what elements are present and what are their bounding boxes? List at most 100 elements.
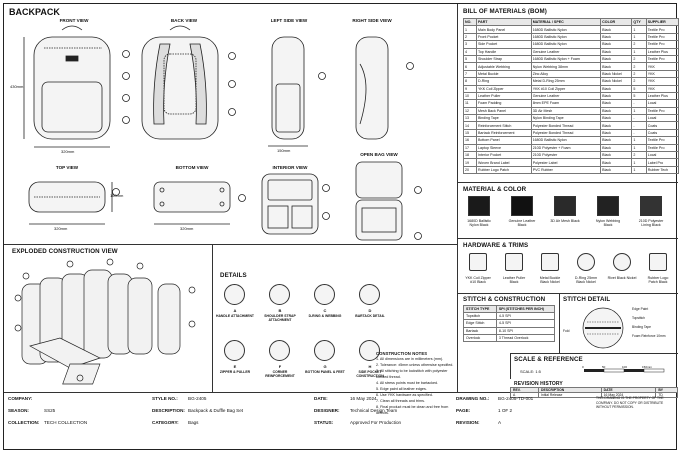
hardware-label: Leather Puller Black	[502, 276, 526, 285]
revision-title: REVISION HISTORY	[514, 381, 563, 387]
tb-date: DATE:16 May 2024	[314, 396, 377, 401]
bom-cell: Mesh Back Panel	[475, 106, 532, 116]
bom-header: NO.	[463, 17, 477, 27]
bom-cell: PVC Rubber	[530, 165, 602, 175]
bom-cell: Main Body Panel	[475, 25, 532, 34]
bom-cell: 2	[631, 69, 647, 79]
detail-label: HANDLE ATTACHMENT	[216, 314, 254, 318]
detail-circle	[359, 284, 380, 305]
stitch-cell: 8-10 SPI	[495, 326, 556, 335]
tb-status-value: Approved For Production	[350, 420, 402, 425]
dim-top-width: 320mm	[54, 226, 68, 231]
stitch-cell: Topstitch	[463, 312, 497, 321]
tb-desc: DESCRIPTION:Backpack & Duffle Bag Set	[152, 408, 243, 413]
bom-cell: YKK Coil Zipper	[475, 84, 532, 93]
detail-circle	[314, 340, 335, 361]
bom-cell: Black	[600, 114, 633, 123]
bom-cell: 15	[463, 128, 477, 138]
top-view-label: TOP VIEW	[55, 165, 79, 170]
bom-cell: 1	[631, 25, 647, 34]
bom-cell: 3D Air Mesh	[530, 106, 602, 116]
tb-drawing-value: BG-2405-TD-001	[498, 396, 534, 401]
bom-cell: Black	[600, 136, 633, 145]
detail-circle	[269, 340, 290, 361]
hardware-label: D-Ring 25mm Black Nickel	[574, 276, 598, 285]
dim-bottom-width: 320mm	[180, 226, 194, 231]
material-label: 1680D Ballistic Nylon Black	[467, 219, 491, 228]
open-view-label: OPEN BAG VIEW	[360, 152, 398, 157]
tb-company: COMPANY:	[8, 396, 44, 401]
detail-letter: B	[278, 308, 282, 313]
bom-cell: YKK	[645, 69, 680, 79]
hardware-icon	[577, 253, 595, 271]
bom-cell: Rubber Logo Patch	[475, 165, 532, 175]
divider-stitch	[458, 293, 678, 294]
bom-cell: Coats	[645, 121, 680, 130]
scale-value: SCALE: 1:5	[520, 369, 541, 374]
tb-disclaimer: THIS DRAWING IS THE PROPERTY OF THE COMP…	[596, 396, 664, 409]
tb-revision: REVISION:A	[456, 420, 501, 425]
scale-tick: 50	[602, 365, 606, 369]
bom-cell: 2	[631, 54, 647, 64]
divider-stitch-v	[559, 293, 560, 353]
left-view-label: LEFT SIDE VIEW	[270, 18, 308, 23]
bom-cell: Black	[600, 165, 633, 175]
bom-cell: Black	[600, 91, 633, 101]
tb-desc-value: Backpack & Duffle Bag Set	[188, 408, 244, 413]
bom-cell: Metal Buckle	[475, 69, 532, 79]
bom-cell: Black	[600, 62, 633, 71]
scale-tick: 0	[582, 365, 584, 369]
bom-cell: Textile Pro	[645, 25, 680, 34]
front-view-label: FRONT VIEW	[59, 18, 89, 23]
tb-designer: DESIGNER:Technical Design Team	[314, 408, 397, 413]
interior-view-label: INTERIOR VIEW	[272, 165, 308, 170]
bom-cell: Black	[600, 25, 633, 34]
bom-cell: Polyester Bonded Thread	[530, 121, 602, 130]
bom-cell: Nylon Binding Tape	[530, 114, 602, 123]
hardware-icon	[541, 253, 559, 271]
material-swatch	[640, 196, 662, 216]
detail-letter: E	[233, 364, 237, 369]
tb-season-value: SS25	[44, 408, 56, 413]
hardware-label: Rivet Black Nickel	[607, 276, 637, 280]
bom-cell: YKK #10 Coil Zipper	[530, 84, 602, 93]
bom-cell: 2	[631, 40, 647, 49]
backpack-drawings	[23, 25, 422, 241]
bom-cell: Bartack Reinforcement	[475, 128, 532, 138]
detail-circle	[359, 340, 380, 361]
note-item: 6. Use YKK hardware as specified.	[376, 393, 433, 397]
bom-header: PART	[475, 17, 532, 27]
construction-notes: CONSTRUCTION NOTES 1. All dimensions are…	[376, 351, 456, 416]
bom-cell: 8mm EPE Foam	[530, 99, 602, 108]
bom-cell: 2	[631, 151, 647, 160]
bom-cell: 1	[631, 32, 647, 42]
note-item: 7. Clean all threads and trims.	[376, 399, 425, 403]
bom-cell: 2	[631, 77, 647, 86]
material-label: Nylon Webbing Black	[595, 219, 621, 228]
tb-revision-label: REVISION:	[456, 420, 480, 425]
detail-circle	[314, 284, 335, 305]
stitch-header: SPI (STITCHES PER INCH)	[495, 304, 556, 314]
scale-box	[510, 353, 678, 379]
bom-header: SUPPLIER	[645, 17, 680, 27]
hardware-icon	[505, 253, 523, 271]
tb-season: SEASON:SS25	[8, 408, 55, 413]
bom-cell: 1	[631, 143, 647, 153]
detail-letter: A	[233, 308, 237, 313]
note-item: 5. Edge paint all leather edges.	[376, 387, 427, 391]
bom-cell: 6	[463, 62, 477, 71]
stitch-label: Topstitch	[632, 316, 646, 320]
detail-label: SHOULDER STRAP ATTACHMENT	[264, 314, 296, 322]
revision-cell: 16 May 2024	[600, 392, 657, 398]
stitch-label-fold: Fold	[563, 329, 570, 333]
note-item: 4. All stress points must be bartacked.	[376, 381, 439, 385]
bom-cell: Coats	[645, 128, 680, 138]
stitch-label: Binding Tape	[632, 325, 652, 329]
